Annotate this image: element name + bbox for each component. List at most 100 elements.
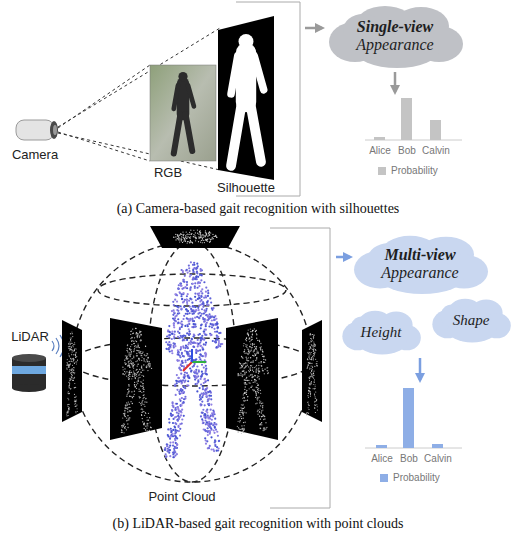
body-part — [188, 85, 194, 106]
point — [316, 365, 317, 366]
point — [124, 360, 125, 361]
point — [247, 365, 248, 366]
point — [175, 239, 176, 240]
point — [136, 341, 137, 342]
point — [68, 382, 69, 383]
point — [126, 417, 127, 418]
point — [313, 336, 314, 337]
point — [309, 380, 310, 381]
point — [143, 424, 144, 425]
point — [130, 356, 131, 357]
point — [177, 306, 179, 308]
point — [259, 411, 260, 412]
point — [210, 423, 212, 425]
point — [310, 363, 311, 364]
point — [309, 388, 310, 389]
point — [209, 238, 210, 239]
point — [201, 240, 202, 241]
point — [141, 392, 142, 393]
point — [208, 235, 209, 236]
point — [181, 234, 182, 235]
point — [71, 349, 72, 350]
point — [127, 427, 128, 428]
point — [313, 341, 314, 342]
point — [130, 401, 131, 402]
point — [250, 362, 251, 363]
point — [209, 235, 210, 236]
point — [186, 346, 188, 348]
point — [239, 412, 240, 413]
point — [250, 346, 251, 347]
point — [189, 318, 191, 320]
point — [197, 229, 198, 230]
point — [134, 349, 135, 350]
point — [176, 444, 178, 446]
point — [129, 349, 130, 350]
point — [195, 237, 196, 238]
point — [259, 340, 260, 341]
point — [125, 364, 126, 365]
point — [211, 326, 213, 328]
point — [205, 334, 207, 336]
point — [200, 345, 202, 347]
point — [130, 349, 131, 350]
point — [76, 404, 77, 405]
point-set — [164, 261, 224, 458]
point — [74, 394, 75, 395]
point — [124, 362, 125, 363]
point — [196, 267, 198, 269]
point — [216, 346, 218, 348]
point — [244, 372, 245, 373]
point — [257, 377, 258, 378]
point — [75, 406, 76, 407]
point — [192, 269, 194, 271]
point — [205, 342, 207, 344]
point — [69, 355, 70, 356]
point — [74, 387, 75, 388]
point — [254, 381, 255, 382]
point — [209, 242, 210, 243]
point — [170, 414, 172, 416]
point — [191, 283, 193, 285]
point — [121, 425, 122, 426]
point — [71, 354, 72, 355]
point — [315, 345, 316, 346]
point — [256, 383, 257, 384]
point — [169, 441, 171, 443]
point — [67, 369, 68, 370]
point — [67, 365, 68, 366]
point — [130, 331, 131, 332]
point — [143, 369, 144, 370]
point — [128, 384, 129, 385]
point — [165, 348, 167, 350]
point — [73, 372, 74, 373]
point — [75, 357, 76, 358]
point — [173, 425, 175, 427]
point — [130, 349, 131, 350]
point — [67, 392, 68, 393]
point — [308, 390, 309, 391]
point — [254, 375, 255, 376]
point — [251, 339, 252, 340]
point — [200, 415, 202, 417]
point — [174, 447, 176, 449]
point — [245, 382, 246, 383]
point — [250, 365, 251, 366]
point — [184, 239, 185, 240]
point — [247, 333, 248, 334]
point — [129, 417, 130, 418]
point — [171, 401, 173, 403]
point — [68, 391, 69, 392]
point — [200, 290, 202, 292]
point — [124, 411, 125, 412]
point — [202, 318, 204, 320]
point — [177, 413, 179, 415]
point — [251, 347, 252, 348]
point — [132, 358, 133, 359]
point — [246, 377, 247, 378]
point — [249, 341, 250, 342]
point — [138, 371, 139, 372]
point — [254, 353, 255, 354]
point — [255, 391, 256, 392]
point — [310, 384, 311, 385]
